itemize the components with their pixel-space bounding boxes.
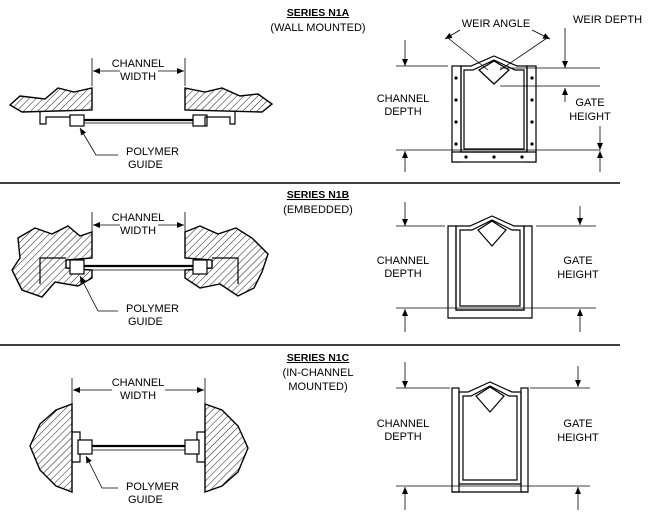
polymer-guide-label: GUIDE (128, 494, 163, 506)
channel-width-label: WIDTH (120, 71, 156, 83)
channel-depth-label: CHANNEL (377, 418, 430, 430)
polymer-guide-left (69, 114, 85, 127)
v-notch-weir (478, 60, 510, 85)
channel-width-label: WIDTH (120, 390, 156, 402)
frame-left (451, 65, 462, 163)
section-title: SERIES N1C (287, 352, 350, 364)
channel-depth-label: CHANNEL (377, 255, 430, 267)
plan-view: CHANNEL WIDTH POLYMER GUIDE (8, 58, 274, 171)
frame-left (451, 387, 460, 493)
section-n1a: SERIES N1A (WALL MOUNTED) CHANNEL WIDTH … (8, 7, 642, 172)
channel-width-label: CHANNEL (112, 377, 165, 389)
polymer-guide-label: GUIDE (128, 159, 163, 171)
polymer-guide-right (192, 259, 208, 275)
gate-height-label: GATE (563, 255, 592, 267)
gate-height-label: HEIGHT (569, 111, 611, 123)
gate-plate (458, 381, 522, 485)
frame-right (520, 387, 529, 493)
elevation-view: CHANNEL DEPTH GATE HEIGHT (377, 202, 599, 332)
weir-depth-label: WEIR DEPTH (573, 14, 642, 26)
section-n1b: SERIES N1B (EMBEDDED) CHANNEL WIDTH POLY… (11, 189, 599, 332)
polymer-guide-label: GUIDE (128, 316, 163, 328)
wall-concrete-right (184, 225, 269, 297)
gate-height-label: GATE (563, 418, 592, 430)
section-title: SERIES N1B (287, 189, 350, 201)
wall-concrete-right (184, 87, 274, 113)
gate-height-label: GATE (575, 97, 604, 109)
channel-depth-label: DEPTH (384, 106, 421, 118)
channel-width-label: CHANNEL (112, 58, 165, 70)
section-n1c: SERIES N1C (IN-CHANNEL MOUNTED) CHANNEL … (29, 352, 599, 510)
section-title: SERIES N1A (287, 7, 350, 19)
weir-angle-label: WEIR ANGLE (462, 18, 530, 30)
gate-height-label: HEIGHT (557, 269, 599, 281)
polymer-guide-left (77, 439, 93, 455)
plan-view: CHANNEL WIDTH POLYMER GUIDE (29, 377, 249, 506)
v-notch-weir (477, 220, 507, 247)
elevation-view: CHANNEL DEPTH GATE HEIGHT (377, 362, 599, 510)
wall-concrete-right (204, 403, 249, 493)
polymer-guide-label: POLYMER (126, 146, 179, 158)
channel-depth-label: CHANNEL (377, 93, 430, 105)
section-subtitle: MOUNTED) (288, 381, 347, 393)
wall-concrete-left (29, 402, 73, 494)
section-subtitle: (WALL MOUNTED) (270, 22, 365, 34)
section-subtitle: (IN-CHANNEL (283, 367, 354, 379)
polymer-guide-right (184, 439, 200, 455)
gate-plate (460, 55, 528, 153)
frame-right (526, 65, 537, 163)
plan-view: CHANNEL WIDTH POLYMER GUIDE (11, 212, 269, 328)
wall-concrete-left (8, 87, 93, 113)
channel-width-label: WIDTH (120, 225, 156, 237)
elevation-view: WEIR ANGLE WEIR DEPTH CHANNEL DEPTH GATE… (377, 14, 642, 172)
polymer-guide-left (69, 259, 85, 275)
channel-width-label: CHANNEL (112, 212, 165, 224)
gate-height-label: HEIGHT (557, 432, 599, 444)
gate-plate (455, 215, 525, 311)
v-notch-weir (475, 386, 505, 413)
polymer-guide-label: POLYMER (126, 481, 179, 493)
channel-depth-label: DEPTH (384, 268, 421, 280)
section-subtitle: (EMBEDDED) (283, 204, 353, 216)
polymer-guide-label: POLYMER (126, 303, 179, 315)
channel-depth-label: DEPTH (384, 431, 421, 443)
